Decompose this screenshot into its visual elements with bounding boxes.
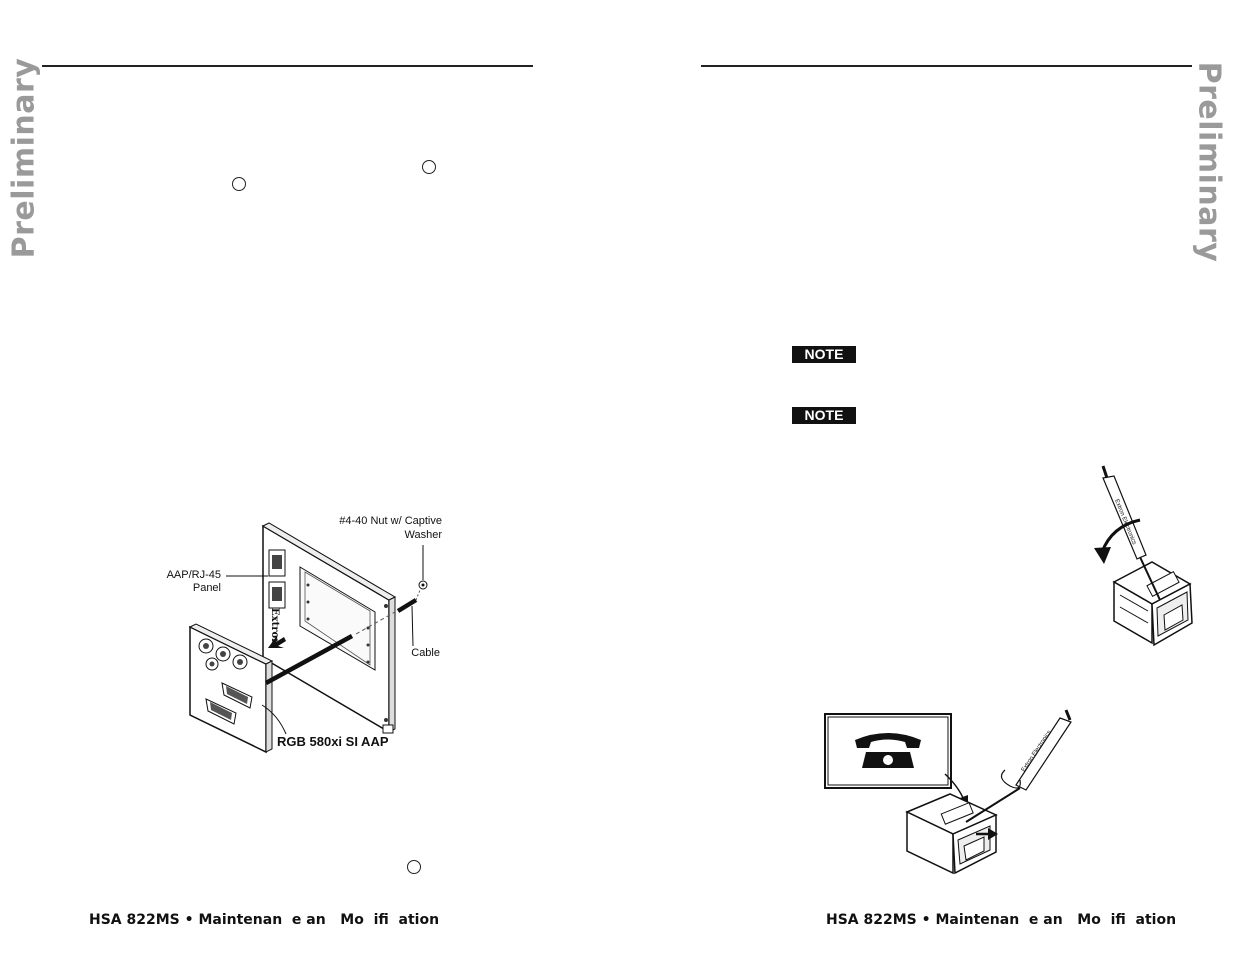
panel-label-line2: Panel: [192, 582, 221, 594]
left-header-rule: [42, 65, 533, 67]
nut-label: #4-40 Nut w/ Captive: [339, 515, 442, 527]
footer-left: HSA 822MS • Maintenan e an Mo ifi ation: [89, 912, 440, 928]
circle-callout-icon: [407, 860, 421, 874]
note-badge: NOTE: [792, 346, 856, 363]
footer-right: HSA 822MS • Maintenan e an Mo ifi ation: [826, 912, 1177, 928]
circle-callout-icon: [232, 177, 246, 191]
telephone-icon: [855, 733, 921, 768]
panel-label-line1: AAP/RJ-45: [166, 569, 221, 581]
washer-label: Washer: [404, 529, 443, 541]
svg-text:Extron: Extron: [269, 608, 280, 646]
aap-label: RGB 580xi SI AAP: [277, 734, 389, 749]
circle-callout-icon: [422, 160, 436, 174]
right-header-rule: [701, 65, 1192, 67]
cable-label: Cable: [411, 647, 440, 659]
note-badge: NOTE: [792, 407, 856, 424]
